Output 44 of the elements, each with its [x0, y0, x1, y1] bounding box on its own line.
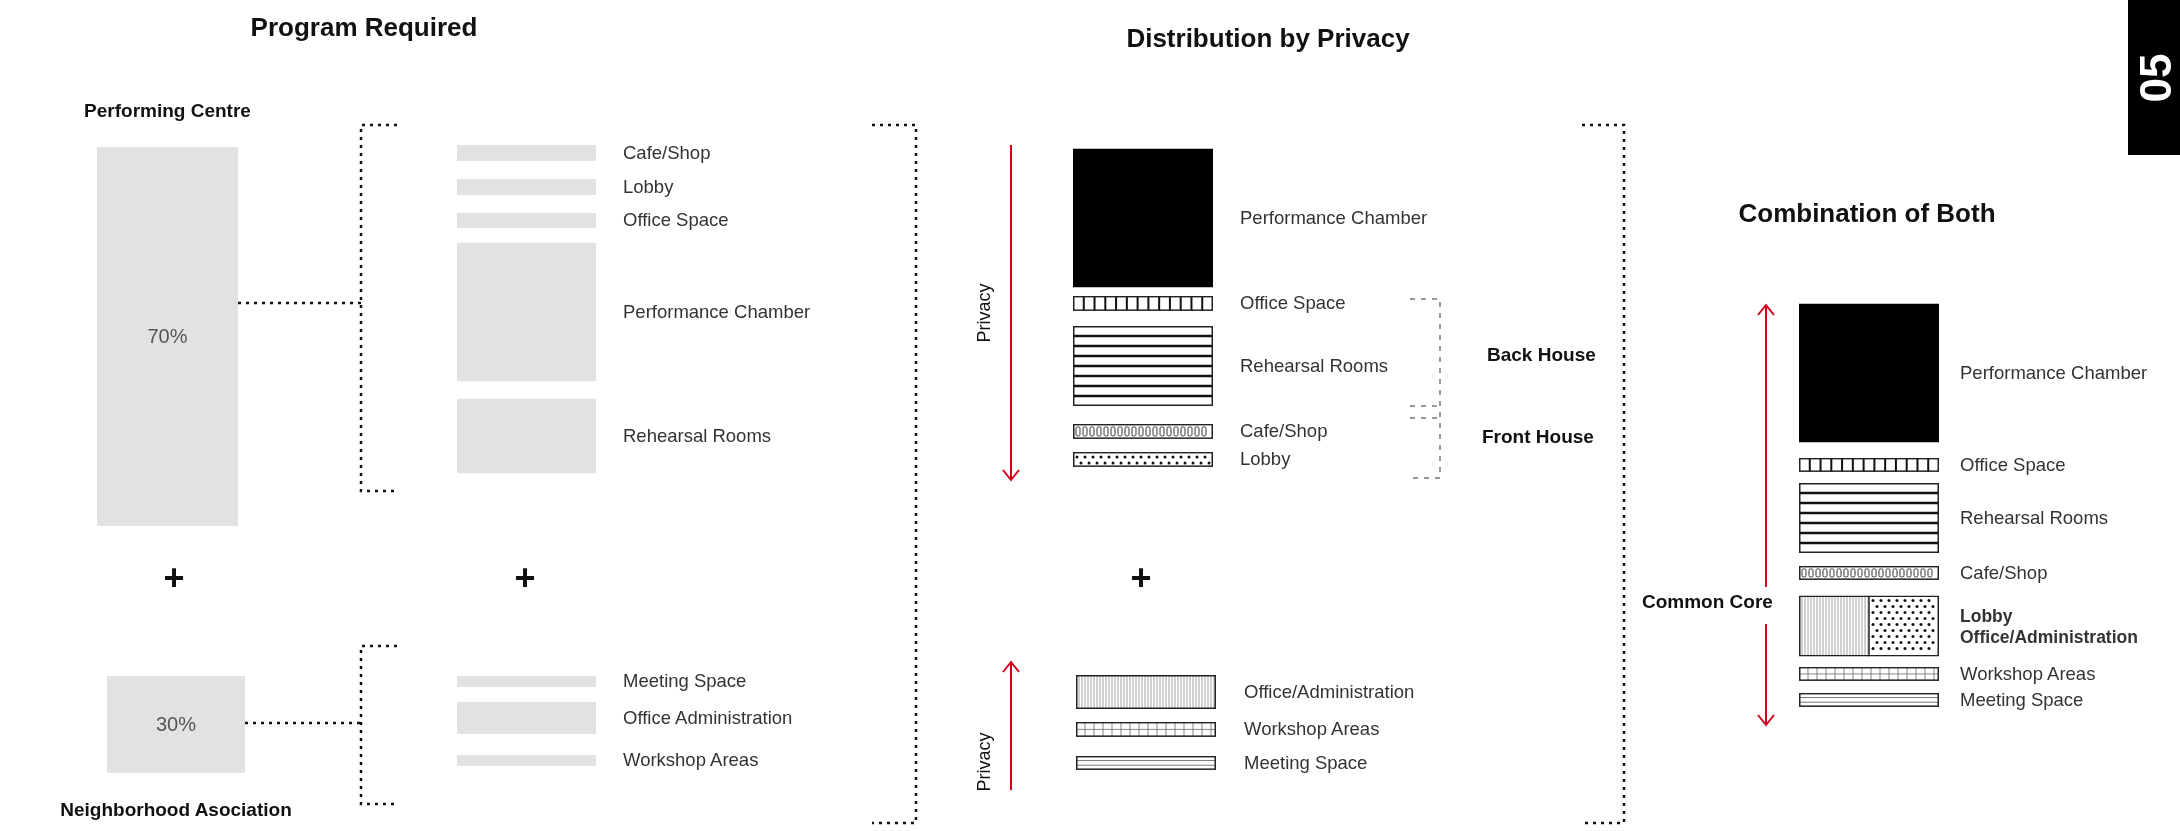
- section-title: Combination of Both: [1738, 199, 1996, 229]
- page-number: 05: [2134, 53, 2178, 102]
- axis-label: Privacy: [973, 283, 995, 343]
- plus-sign: +: [1130, 557, 1152, 599]
- group-label: Front House: [1482, 426, 1594, 448]
- group-label: Back House: [1487, 344, 1596, 366]
- room-label: Workshop Areas: [1244, 717, 1380, 741]
- room-label: Lobby: [623, 175, 674, 199]
- plus-sign: +: [514, 557, 536, 599]
- room-label: Meeting Space: [623, 669, 747, 693]
- room-label: Meeting Space: [1960, 688, 2084, 712]
- room-label: Office/Administration: [1244, 680, 1415, 704]
- room-label: Performance Chamber: [623, 300, 811, 324]
- group-label: Common Core: [1642, 591, 1773, 613]
- section-title: Distribution by Privacy: [1126, 24, 1410, 54]
- percentage-label: 70%: [147, 324, 188, 348]
- room-label: Cafe/Shop: [1240, 419, 1328, 443]
- room-label: Office Space: [1240, 291, 1346, 315]
- bracket: [359, 644, 398, 806]
- room-label: Workshop Areas: [623, 748, 759, 772]
- dotted-connector: [245, 721, 361, 725]
- group-heading: Neighborhood Asociation: [60, 799, 292, 822]
- room-label: Performance Chamber: [1960, 361, 2148, 385]
- room-label: Office Space: [623, 208, 729, 232]
- room-label: Office/Administration: [1960, 626, 2138, 647]
- room-label: Rehearsal Rooms: [623, 424, 772, 448]
- room-label: Office Space: [1960, 453, 2066, 477]
- room-label: Lobby: [1960, 605, 2014, 626]
- room-label: Cafe/Shop: [623, 141, 711, 165]
- section-title: Program Required: [250, 13, 478, 43]
- room-label: Workshop Areas: [1960, 662, 2096, 686]
- axis-label: Privacy: [973, 732, 995, 792]
- plus-sign: +: [163, 557, 185, 599]
- room-label: Rehearsal Rooms: [1240, 354, 1389, 378]
- room-label: Lobby: [1240, 447, 1291, 471]
- room-label: Meeting Space: [1244, 751, 1368, 775]
- room-label: Office Administration: [623, 706, 793, 730]
- dotted-connector: [238, 301, 361, 305]
- percentage-label: 30%: [156, 713, 196, 736]
- room-label: Performance Chamber: [1240, 206, 1428, 230]
- group-heading: Performing Centre: [84, 100, 251, 123]
- room-label: Cafe/Shop: [1960, 561, 2048, 585]
- room-label: Rehearsal Rooms: [1960, 506, 2109, 530]
- bracket: [359, 123, 398, 493]
